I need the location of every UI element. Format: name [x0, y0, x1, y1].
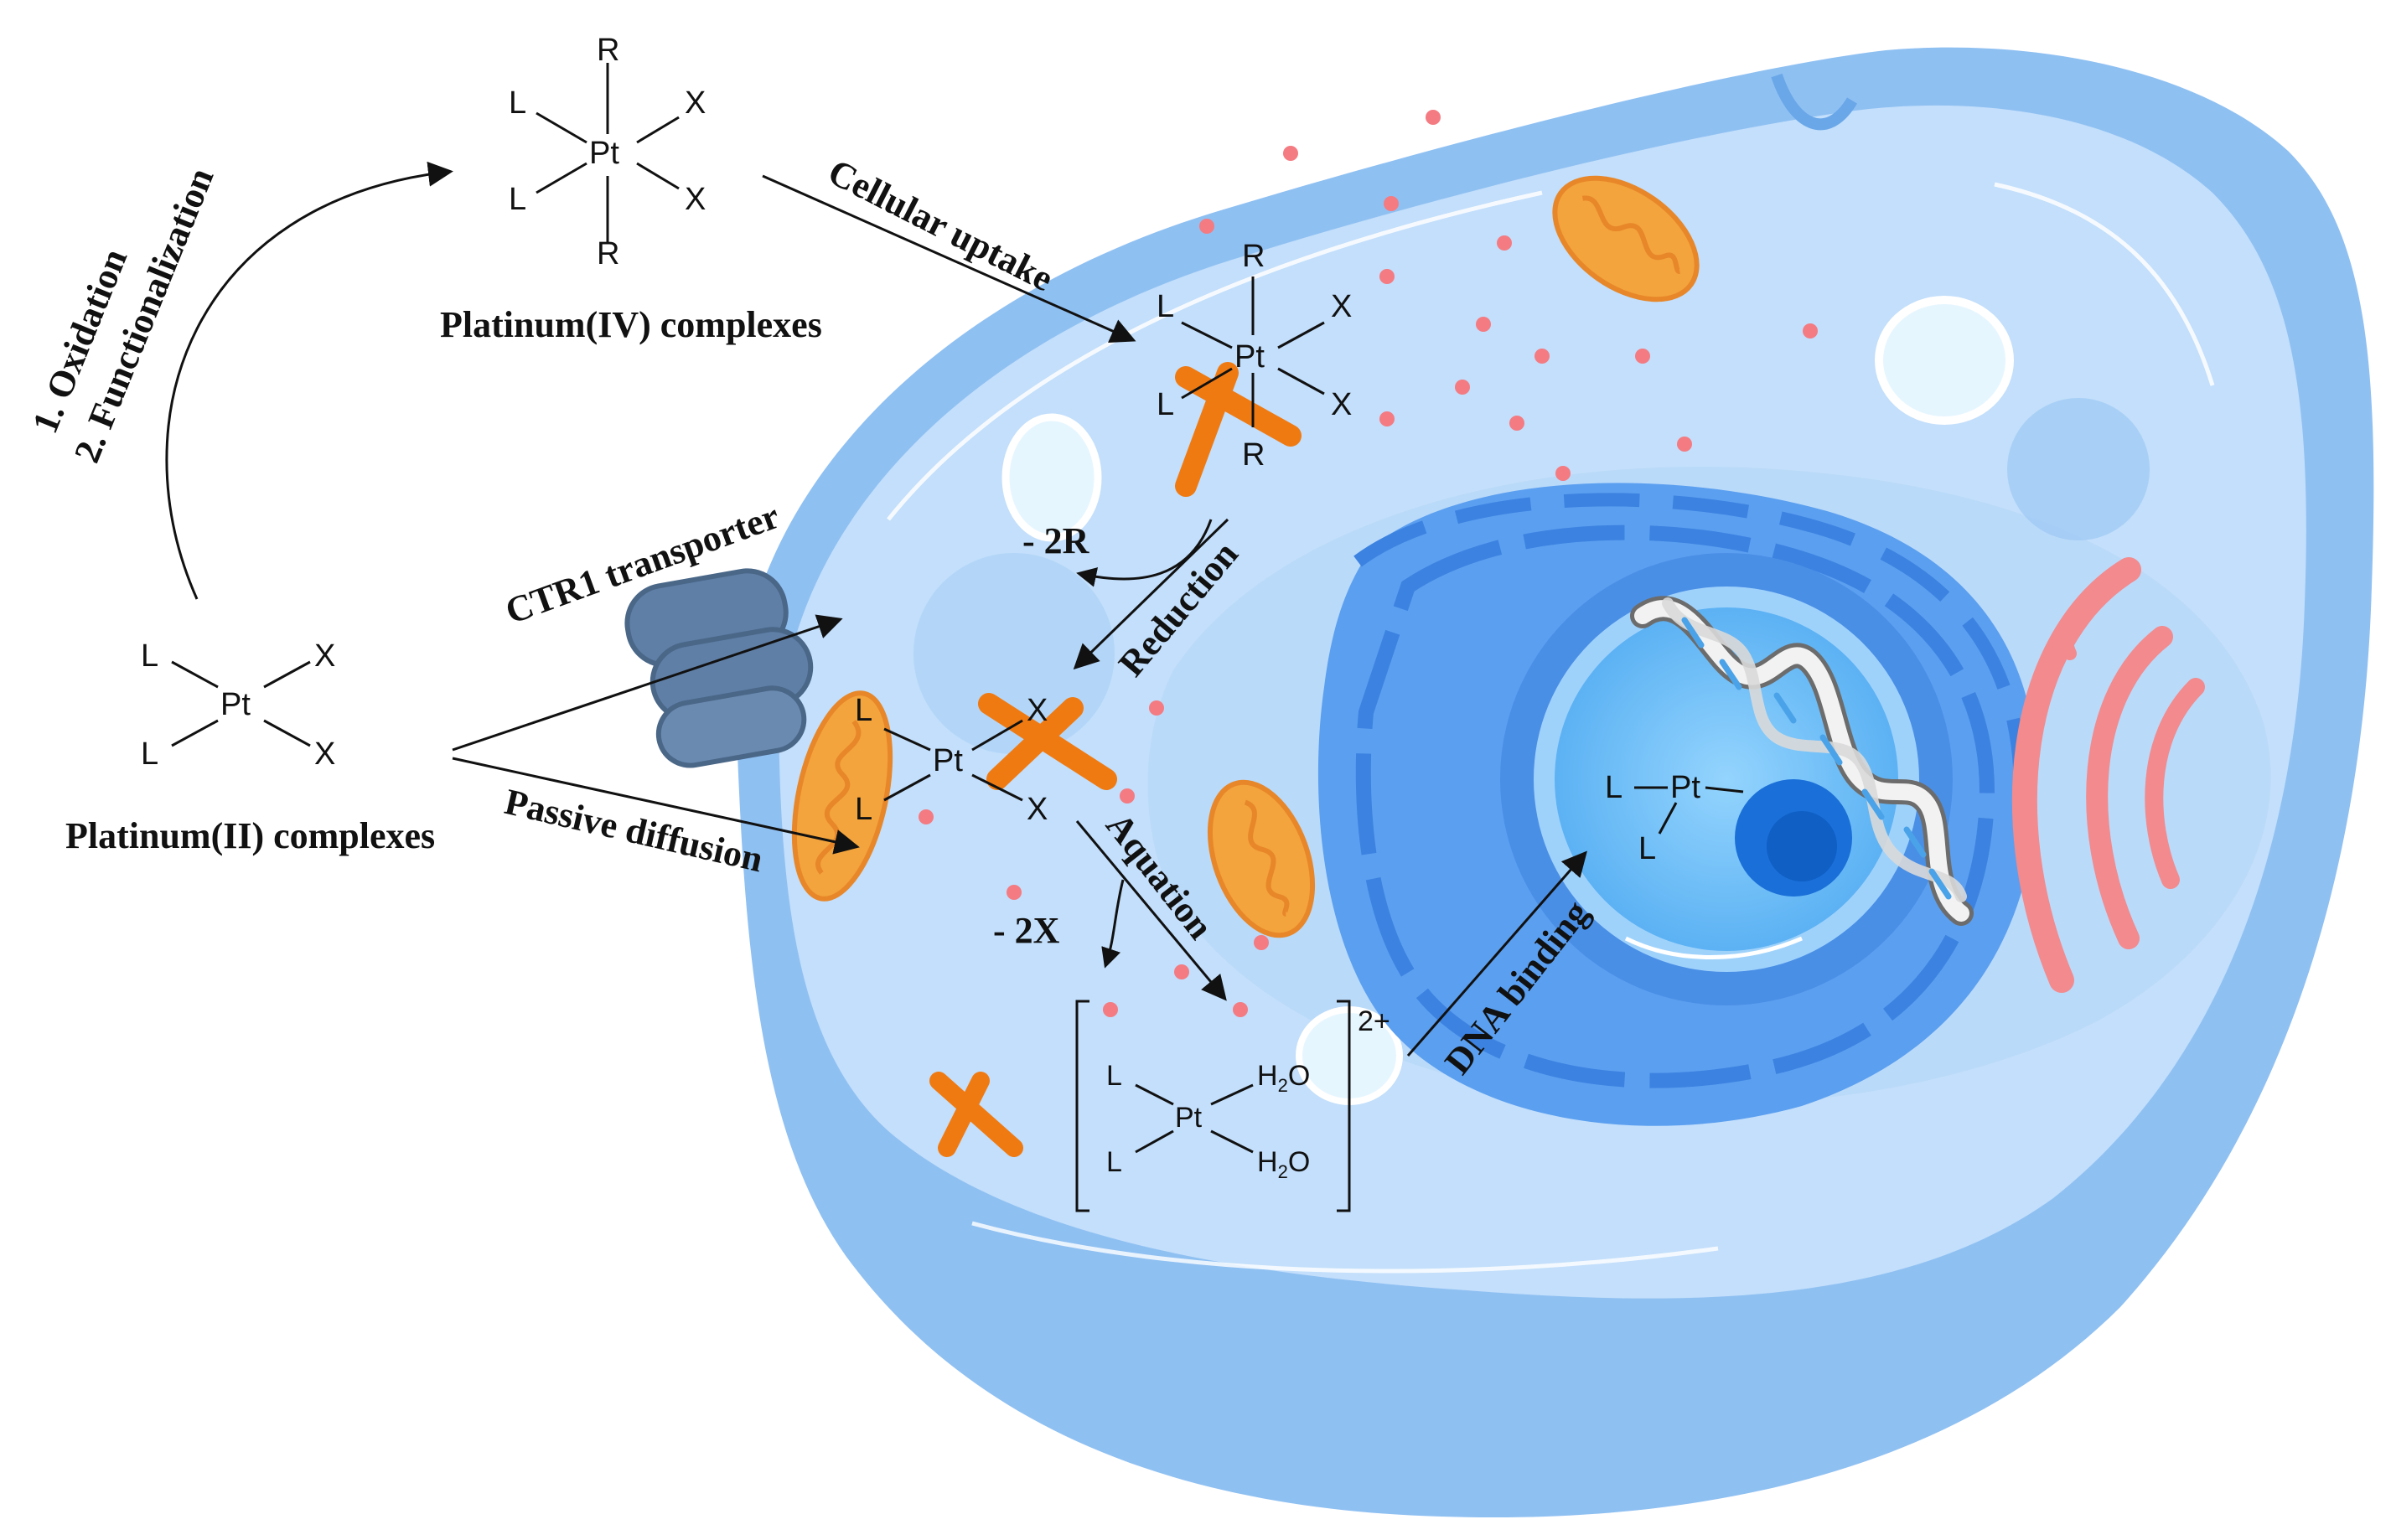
cross-aquation — [978, 693, 1117, 790]
pt2-out-l-lower: L — [141, 736, 158, 772]
cell-membrane-highlight-right — [1994, 182, 2215, 386]
pt4-top-r-lower: R — [597, 236, 619, 271]
arrow-minus-2x — [1101, 879, 1125, 969]
pt4-top-l-upper: L — [509, 85, 526, 121]
nucleus-highlight — [1624, 936, 1803, 959]
arrow-oxidation — [165, 161, 453, 600]
arrow-cellular-uptake — [762, 174, 1136, 343]
dna-base-pairs — [1681, 617, 1952, 900]
pt2-cell-l-upper: L — [855, 693, 872, 728]
cell-notch — [1771, 73, 1857, 131]
label-passive-diffusion: Passive diffusion — [501, 781, 767, 880]
adduct-pt: Pt — [1670, 770, 1700, 805]
drug-particles — [919, 110, 1818, 1017]
label-minus-2r: - 2R — [1022, 520, 1090, 561]
dna-double-helix — [1630, 596, 1974, 926]
pt4-cell-l-upper: L — [1157, 289, 1174, 324]
arrow-minus-2r — [1076, 519, 1213, 587]
ctr1-transporter — [624, 568, 814, 768]
aq-charge: 2+ — [1358, 1005, 1390, 1037]
pt4-cell-pt: Pt — [1234, 339, 1265, 375]
pt4-structure-cell: R Pt L L X X R — [1157, 239, 1352, 473]
aq-pt: Pt — [1175, 1102, 1203, 1134]
pt4-cell-l-lower: L — [1157, 387, 1174, 422]
orange-crosses — [929, 362, 1302, 1157]
er-inner-band — [1355, 525, 1995, 1088]
mitochondrion-center — [1207, 779, 1316, 938]
pt4-top-pt: Pt — [589, 136, 619, 171]
pt4-top-x-lower: X — [685, 182, 706, 217]
pt2-cell-l-lower: L — [855, 792, 872, 827]
pt2-structure-cell: L L Pt X X — [855, 693, 1048, 827]
pt2-cell-x-upper: X — [1027, 693, 1048, 728]
arrow-dna-binding — [1406, 850, 1587, 1057]
pt4-cell-r-lower: R — [1242, 437, 1265, 473]
label-cellular-uptake: Cellular uptake — [821, 151, 1059, 299]
pt2-out-l-upper: L — [141, 638, 158, 674]
nucleus-complex — [1317, 483, 2037, 1126]
adduct-l-lower: L — [1638, 831, 1656, 866]
pt2-out-x-lower: X — [314, 736, 335, 772]
vacuole-right — [1875, 296, 2014, 425]
pt2-structure-outside: L L Pt X X — [141, 638, 335, 772]
pt4-cell-x-lower: X — [1331, 387, 1352, 422]
pt2-cell-x-lower: X — [1027, 792, 1048, 827]
mitochondrion-top — [1552, 175, 1700, 302]
aq-l-upper: L — [1106, 1060, 1122, 1092]
pt4-top-l-lower: L — [509, 182, 526, 217]
adduct-l-left: L — [1605, 770, 1622, 805]
aq-l-lower: L — [1106, 1146, 1122, 1178]
mitochondria — [791, 175, 1700, 938]
aq-h2o-lower: H2O — [1257, 1146, 1310, 1182]
pt2-out-x-upper: X — [314, 638, 335, 674]
aquated-complex: L L Pt H2O H2O 2+ — [1075, 1000, 1390, 1212]
pt4-complexes-label: Platinum(IV) complexes — [440, 304, 822, 345]
nucleolus-core — [1767, 811, 1837, 881]
cell-membrane-highlight-top — [887, 190, 1543, 521]
dna-strand-second — [1662, 597, 1967, 902]
arrow-reduction — [1073, 518, 1229, 670]
pt2-out-pt: Pt — [220, 687, 251, 722]
er-outer-band — [1353, 493, 2027, 814]
aq-h2o-upper: H2O — [1257, 1060, 1310, 1096]
mitochondrion-left — [791, 690, 893, 902]
pt-dna-adduct: L Pt L — [1605, 770, 1744, 866]
pt4-structure-top: R Pt L L X X R — [509, 33, 706, 271]
arrow-ctr1 — [452, 614, 843, 752]
arrow-passive-diffusion — [452, 757, 860, 855]
cell-membrane-highlight-bottom — [971, 1221, 1719, 1274]
arrow-aquation — [1075, 820, 1227, 1001]
pt4-top-x-upper: X — [685, 85, 706, 121]
dna-strand-front — [1634, 600, 1969, 922]
arrows — [165, 161, 1587, 1057]
golgi-cisterna-2 — [2086, 626, 2173, 949]
golgi-apparatus — [2011, 557, 2205, 993]
golgi-cisterna-3 — [2145, 678, 2205, 889]
label-minus-2x: - 2X — [993, 910, 1060, 951]
golgi-cisterna-4 — [2060, 597, 2102, 660]
lysosome-right — [2007, 398, 2150, 540]
pt4-cell-x-upper: X — [1331, 289, 1352, 324]
pt2-cell-pt: Pt — [933, 743, 963, 778]
vacuole-left — [1001, 413, 1102, 542]
pt2-complexes-label: Platinum(II) complexes — [65, 815, 435, 856]
cross-loss — [929, 1072, 1023, 1157]
pt4-top-r-upper: R — [597, 33, 619, 68]
pt4-cell-r-upper: R — [1242, 239, 1265, 274]
